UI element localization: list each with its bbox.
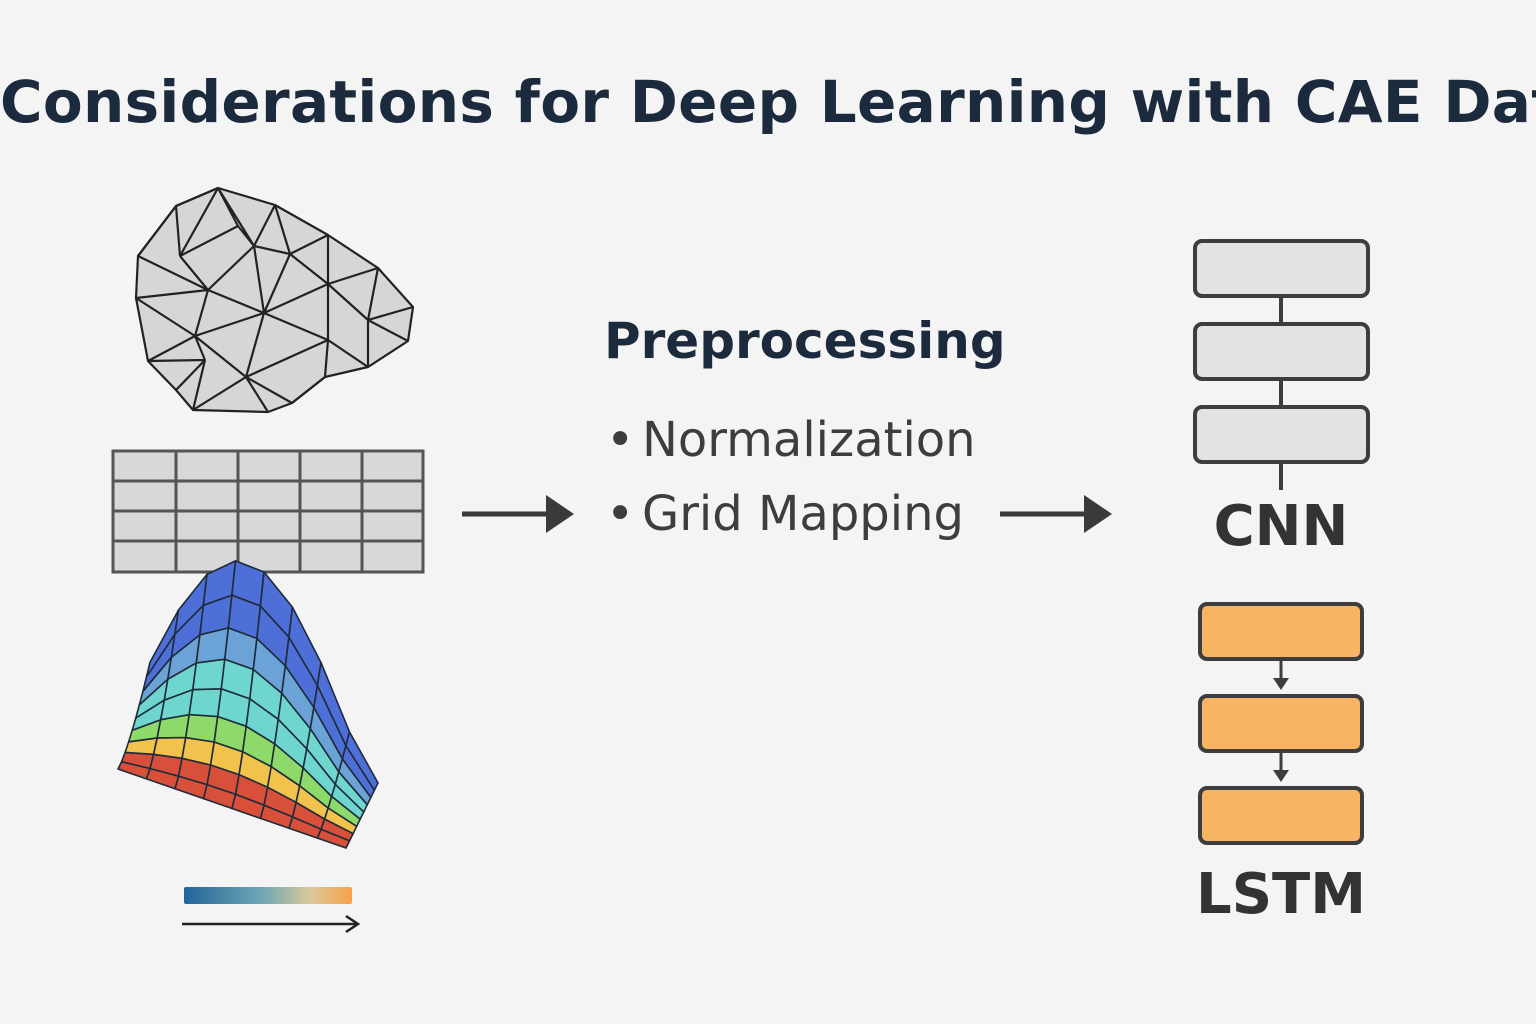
step-label: Grid Mapping [642, 486, 964, 542]
lstm-label: LSTM [1196, 862, 1366, 927]
preprocessing-heading: Preprocessing [604, 312, 1006, 370]
step-label: Normalization [642, 412, 976, 468]
page-title: Considerations for Deep Learning with CA… [0, 68, 1536, 136]
cnn-stack-icon [1193, 239, 1370, 490]
preprocessing-step: •Grid Mapping [606, 486, 964, 542]
surface-cell [184, 713, 219, 743]
3d-surface-plot-icon [117, 560, 379, 849]
cnn-layer [1193, 405, 1370, 464]
surface-cell [192, 658, 226, 691]
cnn-layer [1193, 239, 1370, 298]
triangle-mesh-icon [134, 186, 415, 414]
lstm-layer [1198, 602, 1364, 661]
cnn-label: CNN [1213, 494, 1349, 559]
surface-cell [188, 687, 223, 718]
colorbar-icon [182, 887, 361, 934]
right-arrow-icon [1000, 495, 1112, 533]
surface-cell [152, 736, 187, 760]
preprocessing-step: •Normalization [606, 412, 976, 468]
grid-table-icon [111, 449, 425, 574]
bullet-icon: • [606, 412, 635, 468]
cnn-layer [1193, 322, 1370, 381]
lstm-layer [1198, 786, 1364, 845]
lstm-layer [1198, 694, 1364, 753]
bullet-icon: • [606, 486, 635, 542]
surface-cell [345, 731, 379, 792]
lstm-stack-icon [1198, 602, 1364, 845]
right-arrow-icon [462, 495, 574, 533]
